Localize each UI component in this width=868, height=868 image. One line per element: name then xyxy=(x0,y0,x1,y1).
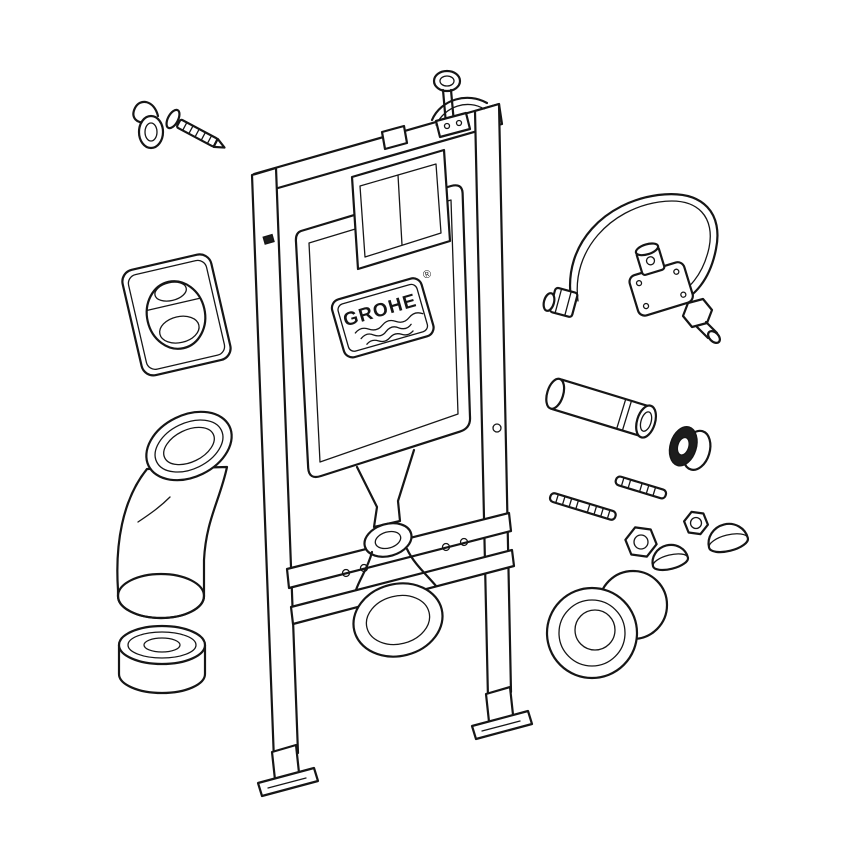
bolt-hole-icon xyxy=(459,537,469,547)
outlet-ring-icon xyxy=(352,582,444,658)
top-wall-bracket xyxy=(430,69,489,139)
hex-nut-small xyxy=(682,510,710,536)
supply-hose-valve xyxy=(542,193,721,344)
bolt-hole-icon xyxy=(441,542,451,552)
brand-plate: GROHE ® xyxy=(330,268,435,359)
connection-pipe xyxy=(545,377,658,439)
angle-valve-icon xyxy=(628,242,694,317)
registered-mark: ® xyxy=(422,268,433,282)
wave-lines-icon xyxy=(354,312,424,334)
flange-ring-icon xyxy=(363,522,413,558)
hex-nut-large xyxy=(624,526,658,558)
elbow-opening-icon xyxy=(145,410,233,482)
flush-buttons-icon xyxy=(145,280,207,350)
cistern xyxy=(294,148,472,658)
threaded-rod-short xyxy=(614,475,668,500)
cover-cap-small xyxy=(651,543,690,572)
lag-screw-icon xyxy=(176,118,226,149)
outlet-sleeve xyxy=(545,569,669,680)
drain-elbow xyxy=(116,410,233,620)
flush-plate xyxy=(121,253,232,377)
wall-anchor-hook xyxy=(132,100,226,150)
threaded-rod-long xyxy=(548,492,617,521)
seal-ring xyxy=(668,425,712,471)
flush-valve-box-icon xyxy=(350,148,452,271)
rail-hole-icon xyxy=(492,423,502,433)
bolt-hole-icon xyxy=(341,568,351,578)
cover-cap-large xyxy=(707,522,750,554)
fill-valve-stub-icon xyxy=(380,124,409,151)
rail-tab-icon xyxy=(262,233,275,245)
end-cap xyxy=(117,624,207,695)
